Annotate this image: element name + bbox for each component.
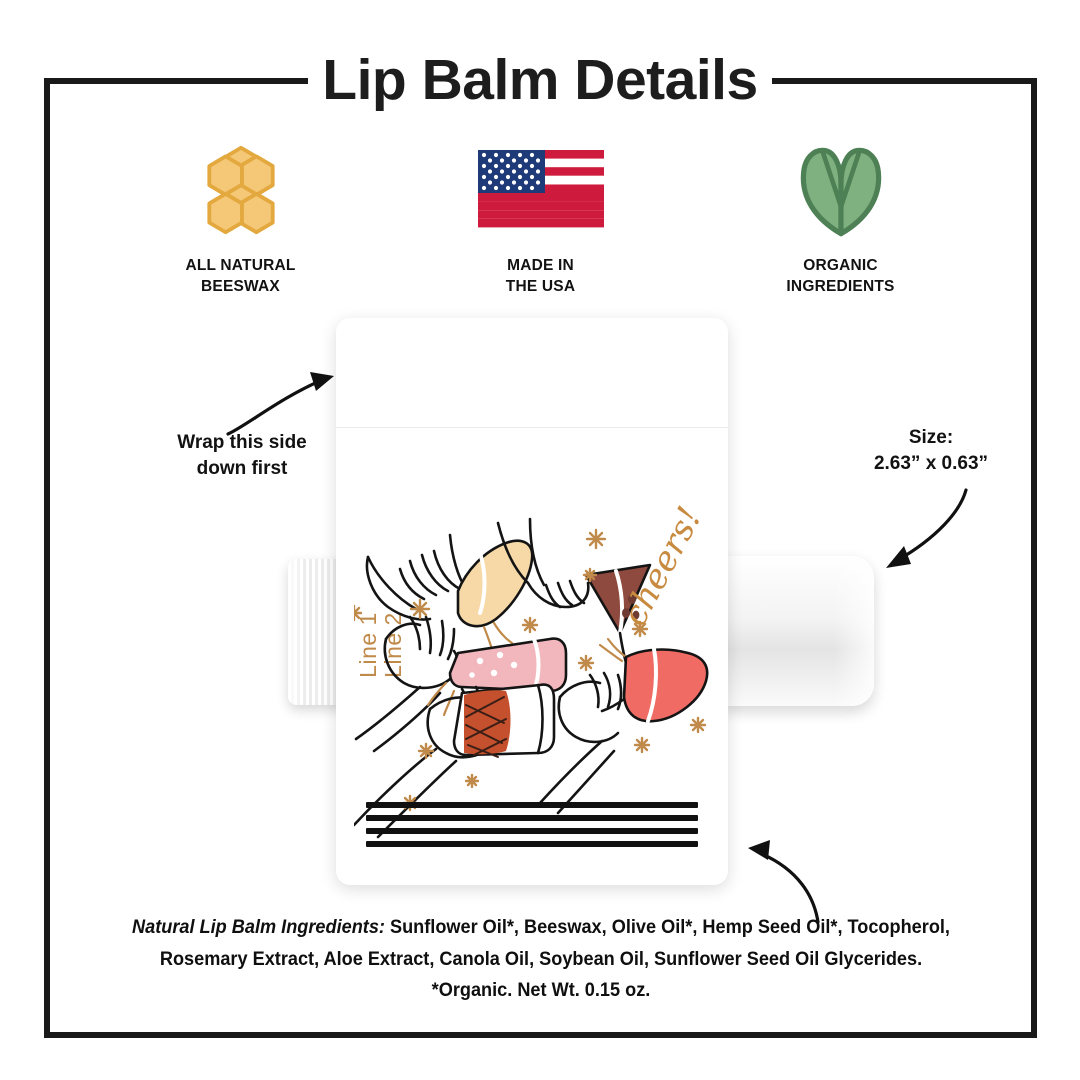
badge-label-line1: MADE IN	[507, 257, 574, 274]
ingredients-text: Natural Lip Balm Ingredients: Sunflower …	[105, 912, 977, 1007]
badge-label-line2: THE USA	[505, 277, 576, 295]
leaves-icon	[789, 140, 893, 240]
badge-all-natural-beeswax: ALL NATURAL BEESWAX	[91, 140, 391, 298]
callout-wrap-line2: down first	[196, 457, 288, 479]
callout-size-line1: Size:	[908, 427, 954, 448]
placeholder-line	[366, 841, 698, 847]
honeycomb-icon	[193, 140, 289, 240]
curved-arrow-up-right	[226, 372, 334, 436]
curved-arrow-up-left	[748, 840, 820, 924]
badge-label: ALL NATURAL BEESWAX	[185, 256, 295, 298]
callout-size: Size: 2.63” x 0.63”	[836, 425, 1026, 476]
badge-made-in-usa: MADE IN THE USA	[391, 140, 691, 298]
badge-label: MADE IN THE USA	[506, 256, 575, 298]
ingredients-footnote: *Organic. Net Wt. 0.15 oz.	[431, 979, 651, 1002]
title-rule-left	[194, 77, 287, 83]
placeholder-line	[366, 802, 698, 808]
callout-wrap-side: Wrap this side down first	[154, 430, 330, 481]
badge-label-line1: ALL NATURAL	[185, 257, 296, 274]
callout-size-line2: 2.63” x 0.63”	[873, 452, 989, 474]
usa-flag-icon	[477, 140, 604, 240]
lip-balm-wrap-label: Line 1 Line 2	[336, 318, 728, 885]
badge-label-line2: INGREDIENTS	[786, 277, 895, 295]
title-rule-right	[793, 77, 886, 83]
badge-row: ALL NATURAL BEESWAX	[44, 140, 1037, 300]
ingredients-heading: Natural Lip Balm Ingredients:	[132, 916, 385, 938]
page-title: Lip Balm Details	[308, 51, 772, 109]
badge-label: ORGANIC INGREDIENTS	[786, 256, 894, 298]
placeholder-line	[366, 815, 698, 821]
label-ingredient-placeholder-lines	[366, 802, 698, 847]
callout-wrap-line1: Wrap this side	[177, 432, 307, 453]
page-title-block: Lip Balm Details	[0, 34, 1080, 126]
ingredients-body: Sunflower Oil*, Beeswax, Olive Oil*, Hem…	[159, 916, 950, 970]
lip-balm-tube-body	[722, 556, 874, 706]
badge-label-line2: BEESWAX	[201, 277, 280, 295]
ingredients-heading-em: Natural Lip Balm Ingredients:	[132, 916, 385, 938]
badge-organic-ingredients: ORGANIC INGREDIENTS	[691, 140, 991, 298]
label-fold-line	[336, 427, 728, 428]
placeholder-line	[366, 828, 698, 834]
curved-arrow-down-left	[886, 488, 968, 568]
badge-label-line1: ORGANIC	[803, 257, 878, 274]
